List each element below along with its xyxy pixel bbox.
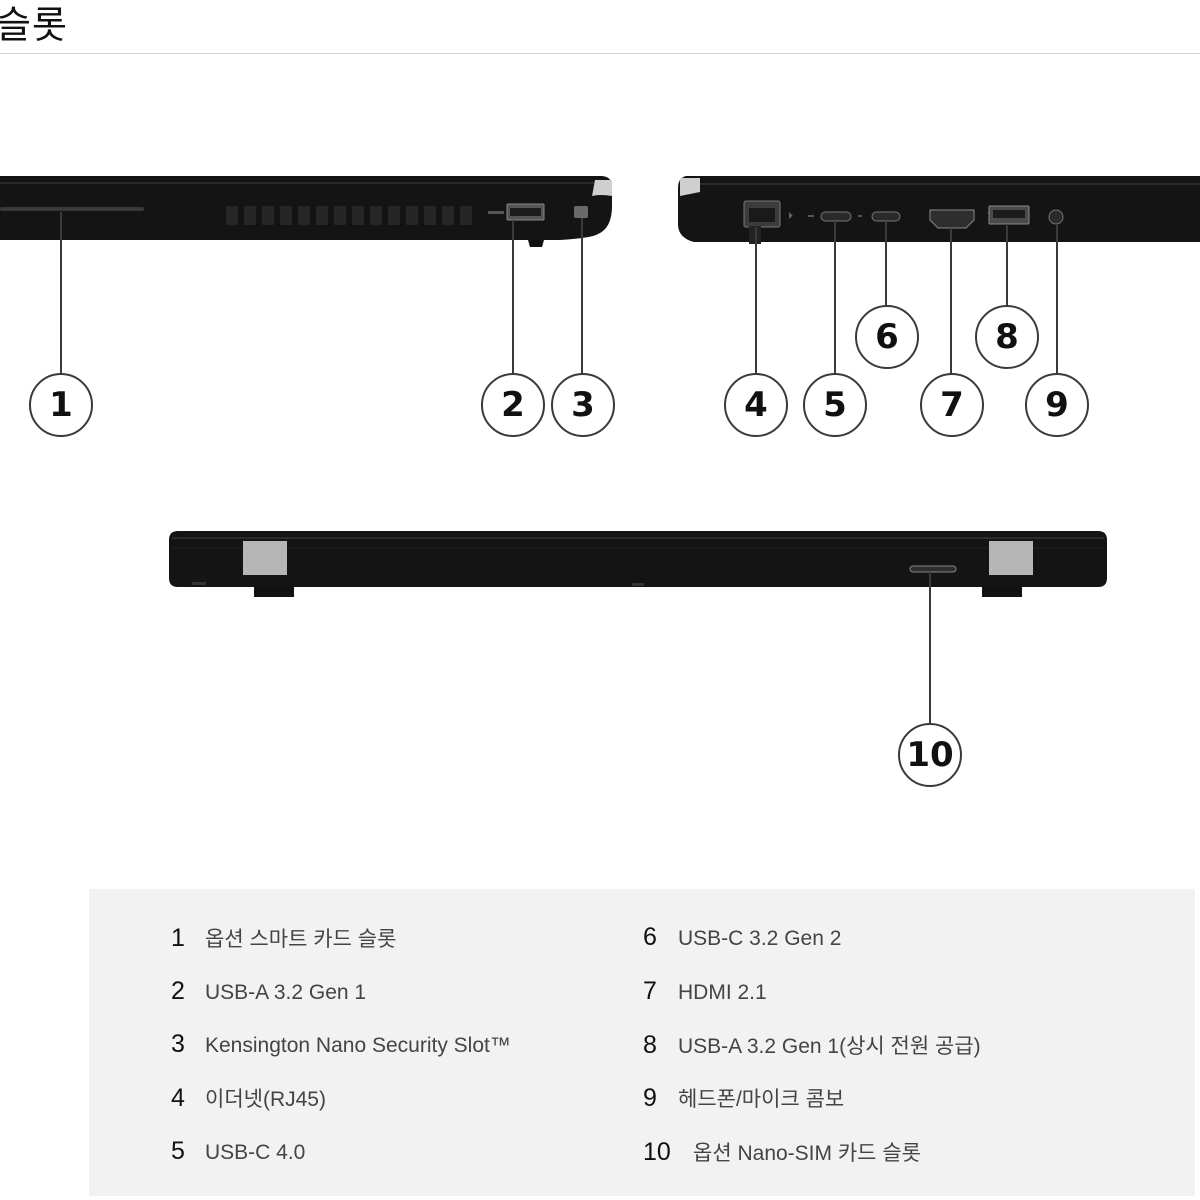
usb-c-4-port [820, 211, 852, 222]
legend-item-10: 10 옵션 Nano-SIM 카드 슬롯 [643, 1137, 921, 1167]
laptop-right-side-view: ⏵ [678, 176, 1200, 244]
legend-item-6: 6 USB-C 3.2 Gen 2 [643, 923, 841, 952]
legend-panel: 1 옵션 스마트 카드 슬롯 2 USB-A 3.2 Gen 1 3 Kensi… [89, 889, 1195, 1196]
legend-number: 1 [171, 924, 185, 952]
hinge-left [243, 541, 287, 575]
legend-number: 8 [643, 1031, 657, 1059]
legend-number: 4 [171, 1084, 185, 1112]
legend-number: 9 [643, 1084, 657, 1112]
hdmi-port [929, 209, 975, 229]
callout-7: 7 [940, 385, 964, 425]
legend-number: 3 [171, 1030, 185, 1058]
callout-6: 6 [875, 317, 899, 357]
legend-label: 이더넷(RJ45) [205, 1088, 326, 1111]
laptop-left-side-view [0, 176, 612, 247]
legend-item-9: 9 헤드폰/마이크 콤보 [643, 1083, 844, 1113]
legend-label: USB-A 3.2 Gen 1(상시 전원 공급) [678, 1035, 981, 1058]
svg-text:⏵: ⏵ [788, 211, 793, 222]
legend-number: 7 [643, 977, 657, 1005]
legend-label: 헤드폰/마이크 콤보 [678, 1088, 845, 1111]
legend-item-8: 8 USB-A 3.2 Gen 1(상시 전원 공급) [643, 1030, 981, 1060]
hinge-right [989, 541, 1033, 575]
callout-5: 5 [823, 385, 847, 425]
smart-card-slot [0, 207, 144, 211]
callout-1: 1 [49, 385, 73, 425]
nano-sim-slot [909, 565, 957, 573]
legend-label: Kensington Nano Security Slot™ [205, 1034, 511, 1057]
page-title: 슬롯 [0, 3, 68, 47]
audio-jack [1048, 209, 1064, 225]
callout-8: 8 [995, 317, 1019, 357]
legend-item-7: 7 HDMI 2.1 [643, 977, 767, 1006]
callout-2: 2 [501, 385, 525, 425]
legend-label: HDMI 2.1 [678, 981, 767, 1004]
legend-item-3: 3 Kensington Nano Security Slot™ [171, 1030, 511, 1059]
legend-item-2: 2 USB-A 3.2 Gen 1 [171, 977, 366, 1006]
legend-number: 2 [171, 977, 185, 1005]
callout-3: 3 [571, 385, 595, 425]
callout-9: 9 [1045, 385, 1069, 425]
legend-label: 옵션 스마트 카드 슬롯 [205, 928, 397, 951]
legend-label: USB-A 3.2 Gen 1 [205, 981, 367, 1004]
port-diagram: ⏵ [0, 176, 1200, 787]
legend-item-1: 1 옵션 스마트 카드 슬롯 [171, 923, 396, 953]
leader-lines [60, 212, 1058, 724]
legend-item-5: 5 USB-C 4.0 [171, 1137, 305, 1166]
legend-label: 옵션 Nano-SIM 카드 슬롯 [693, 1142, 921, 1165]
legend-label: USB-C 3.2 Gen 2 [678, 927, 842, 950]
usb-c-3-port [871, 211, 901, 222]
callout-circles [29, 305, 1089, 787]
security-slot [574, 206, 588, 218]
laptop-rear-view [169, 531, 1107, 597]
legend-label: USB-C 4.0 [205, 1141, 306, 1164]
vent-grille [226, 206, 472, 225]
callout-10: 10 [906, 735, 953, 775]
legend-number: 10 [643, 1138, 671, 1166]
header-divider [0, 53, 1200, 54]
legend-number: 5 [171, 1137, 185, 1165]
callout-4: 4 [744, 385, 768, 425]
legend-item-4: 4 이더넷(RJ45) [171, 1083, 326, 1113]
legend-number: 6 [643, 923, 657, 951]
